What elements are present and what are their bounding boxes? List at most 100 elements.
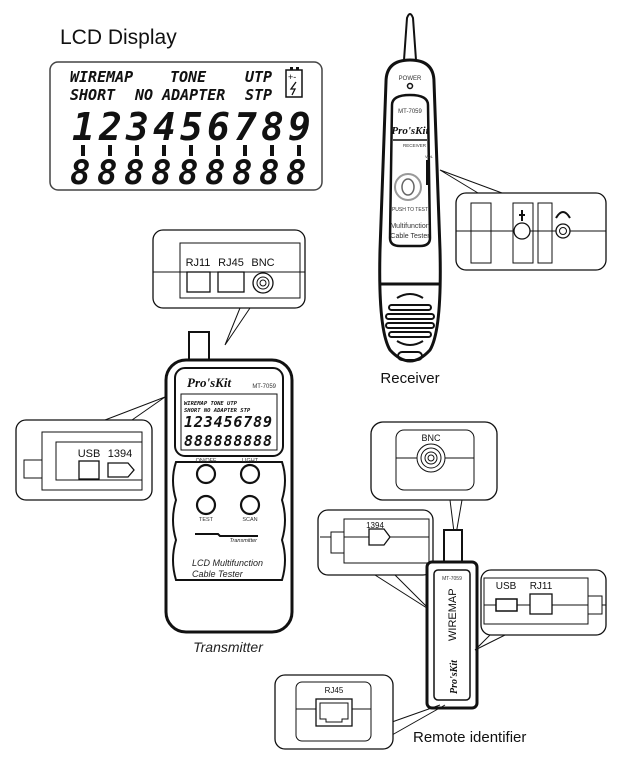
transmitter-top-callout: RJ11 RJ45 BNC — [152, 229, 306, 346]
remote-brand: Pro'sKit — [449, 659, 460, 694]
lcd-bottom-digit: 8 — [124, 153, 144, 193]
lcd-digit: 5 — [180, 105, 203, 149]
lcd-digit: 8 — [261, 105, 284, 149]
btn-scan-label: SCAN — [242, 517, 257, 523]
remote-label: Remote identifier — [413, 729, 526, 746]
lcd-short: SHORT — [70, 86, 116, 104]
lcd-tick — [108, 145, 112, 156]
transmitter-device: Pro'sKit MT-7059 WIREMAP TONE UTP SHORT … — [164, 331, 294, 655]
transmitter-sub-label: Transmitter — [230, 538, 259, 544]
lcd-wiremap: WIREMAP — [70, 68, 133, 86]
on-off-button[interactable] — [195, 463, 217, 485]
port-bnc-label: BNC — [251, 257, 274, 269]
battery-icon: +- — [285, 67, 303, 98]
lcd-digit: 7 — [234, 105, 257, 149]
lcd-tone: TONE — [170, 68, 207, 86]
light-button[interactable] — [239, 463, 261, 485]
remote-name: WIREMAP — [447, 588, 459, 641]
lcd-bottom-digit: 8 — [259, 153, 279, 193]
btn-test-label: TEST — [199, 517, 214, 523]
lcd-digit: 9 — [288, 105, 311, 149]
speaker-grille-icon — [385, 293, 435, 361]
lcd-tick — [216, 145, 220, 156]
lcd-stp: STP — [245, 86, 272, 104]
transmitter-label: Transmitter — [193, 639, 264, 655]
test-button[interactable] — [195, 494, 217, 516]
lcd-bottom-digit: 8 — [178, 153, 198, 193]
remote-1394-label: 1394 — [366, 521, 384, 530]
remote-right-callout: USB RJ11 — [474, 569, 607, 651]
lcd-digit: 3 — [125, 105, 149, 149]
remote-usb-label: USB — [496, 581, 517, 592]
mini-lcd-bottom: 888888888 — [184, 432, 272, 450]
port-rj45-label: RJ45 — [218, 257, 244, 269]
transmitter-desc-2: Cable Tester — [192, 569, 244, 579]
lcd-bottom-digit: 8 — [151, 153, 171, 193]
transmitter-model: MT-7059 — [252, 384, 276, 390]
remote-firewire-icon — [368, 528, 391, 546]
btn-light-label: LIGHT — [242, 458, 259, 464]
scan-button[interactable] — [239, 494, 261, 516]
lcd-digit: 2 — [98, 105, 122, 149]
lcd-bottom-digit: 8 — [286, 153, 306, 193]
microphone-icon — [513, 222, 531, 240]
lcd-digit: 4 — [153, 105, 176, 149]
receiver-desc-2: Cable Tester — [390, 233, 430, 240]
remote-device: MT-7059 WIREMAP Pro'sKit — [425, 529, 479, 710]
bnc-port-icon — [252, 272, 274, 294]
receiver-sub-label: RECEIVER — [403, 143, 427, 148]
headphone-jack-icon — [555, 223, 571, 239]
port-rj11-label: RJ11 — [186, 257, 211, 269]
rj45-port-icon — [217, 271, 245, 293]
receiver-push-label: PUSH TO TEST — [392, 207, 428, 213]
remote-rj11-label: RJ11 — [530, 581, 553, 592]
headphone-icon — [555, 211, 571, 219]
lcd-tick — [189, 145, 193, 156]
receiver-brand: Pro'sKit — [391, 125, 429, 137]
lcd-tick — [81, 145, 85, 156]
receiver-label: Receiver — [380, 370, 439, 387]
lcd-digit: 6 — [207, 105, 230, 149]
remote-top-callout: BNC — [370, 421, 498, 541]
svg-text:+-: +- — [288, 72, 296, 82]
mini-lcd-row1: WIREMAP TONE UTP — [184, 401, 238, 407]
mini-lcd-row2: SHORT NO ADAPTER STP — [184, 408, 251, 414]
port-usb-label: USB — [78, 448, 101, 460]
lcd-bottom-digit: 8 — [205, 153, 225, 193]
lcd-display: WIREMAP TONE UTP SHORT NO ADAPTER STP +-… — [49, 61, 323, 193]
lcd-no-adapter: NO ADAPTER — [134, 86, 225, 104]
lcd-tick — [297, 145, 301, 156]
receiver-desc-1: Multifunction — [390, 223, 429, 230]
receiver-power-label: POWER — [399, 76, 422, 82]
port-1394-label: 1394 — [108, 448, 132, 460]
remote-left-callout: 1394 — [317, 509, 434, 611]
transmitter-desc-1: LCD Multifunction — [192, 558, 263, 568]
remote-bnc-label: BNC — [421, 433, 441, 443]
lcd-tick — [243, 145, 247, 156]
lcd-digit: 1 — [72, 105, 95, 149]
remote-bottom-callout: RJ45 — [274, 674, 446, 750]
receiver-device: POWER MT-7059 Pro'sKit RECEIVER VOL PUSH… — [378, 13, 442, 387]
page-title: LCD Display — [60, 26, 177, 49]
receiver-model: MT-7059 — [398, 109, 422, 115]
firewire-port-icon — [107, 462, 135, 478]
remote-rj11-port-icon — [529, 593, 553, 615]
rj11-port-icon — [186, 271, 211, 293]
volume-slider[interactable] — [426, 160, 429, 185]
power-led-icon — [406, 82, 414, 90]
usb-a-port-icon — [495, 598, 518, 612]
mini-lcd-digits: 123456789 — [184, 413, 272, 431]
transmitter-brand: Pro'sKit — [187, 375, 231, 390]
receiver-vol-label: VOL — [425, 154, 434, 159]
usb-b-port-icon — [78, 460, 100, 480]
transmitter-side-callout: USB 1394 — [15, 396, 166, 501]
lcd-bottom-digit: 8 — [97, 153, 117, 193]
lcd-tick — [135, 145, 139, 156]
lcd-bottom-digit: 8 — [232, 153, 252, 193]
lcd-tick — [270, 145, 274, 156]
lcd-bottom-digit: 8 — [70, 153, 90, 193]
remote-model: MT-7059 — [442, 576, 462, 582]
lcd-tick — [162, 145, 166, 156]
btn-onoff-label: ON/OFF — [196, 458, 217, 464]
